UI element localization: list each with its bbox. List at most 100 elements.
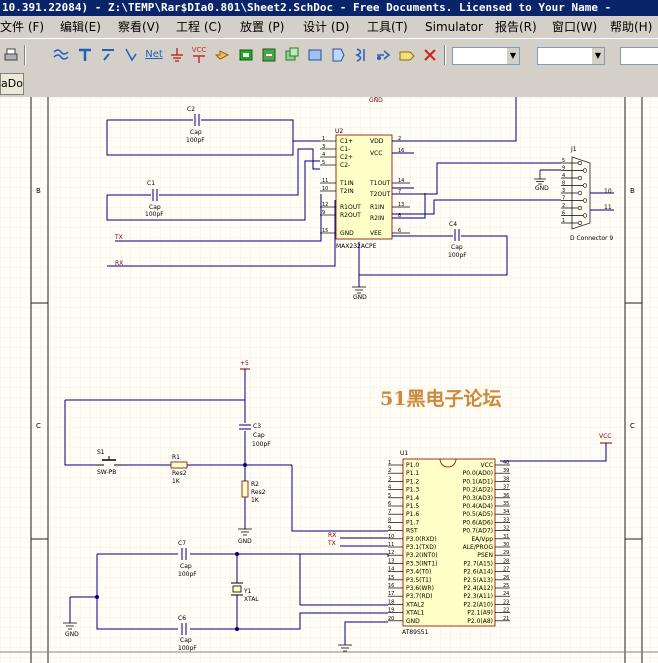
u1-pin-name: P0.0(AD0) (463, 470, 493, 477)
c7-capacitor[interactable]: C7 Cap 100pF (178, 540, 197, 578)
u1-pin-name: P2.6(A14) (463, 569, 493, 576)
c4-type: Cap (451, 244, 463, 251)
top-wires (106, 97, 561, 287)
component-filter-combo[interactable]: ▼ (537, 47, 605, 65)
c1-capacitor[interactable]: C1 Cap 100pF (145, 180, 164, 218)
zoom-combo[interactable] (620, 47, 658, 65)
u1-pin-name: P2.5(A13) (463, 577, 493, 584)
u1-pin-name: P0.2(AD2) (463, 487, 493, 494)
u1-pin-number: 18 (388, 599, 394, 605)
u1-pin-number: 29 (503, 550, 509, 556)
u1-pin-number: 4 (388, 485, 391, 491)
menu-tools[interactable]: 工具(T) (367, 20, 408, 34)
r2-ref: R2 (251, 481, 259, 488)
gnd-symbol[interactable]: GND (238, 528, 252, 545)
u1-pin-number: 2 (388, 468, 391, 474)
u2-pin-number: 7 (398, 189, 401, 195)
c2-type: Cap (190, 129, 202, 136)
j1-pin-number: 9 (562, 166, 565, 172)
bus-icon[interactable] (76, 46, 94, 64)
net-label-entry-icon[interactable] (122, 46, 140, 64)
c6-value: 100pF (178, 645, 197, 652)
u2-pin-number: 2 (398, 136, 401, 142)
gnd-port-icon[interactable] (168, 46, 186, 64)
s1-pushbutton[interactable]: S1 SW-PB (96, 449, 122, 476)
chevron-down-icon[interactable]: ▼ (507, 48, 519, 64)
j1-pin-socket (582, 168, 588, 173)
r1-resistor[interactable]: R1 Res2 1K (170, 454, 188, 485)
c3-type: Cap (253, 432, 265, 439)
j1-pin-socket (582, 183, 588, 188)
bus-entry-icon[interactable] (99, 46, 117, 64)
directive-icon[interactable] (374, 46, 392, 64)
u2-ref: U2 (335, 128, 343, 135)
menu-project[interactable]: 工程 (C) (176, 20, 222, 34)
u2-max232[interactable]: U2 MAX232ACPE C1+1C1-3C2+4C2-5T1IN11T2IN… (320, 128, 410, 250)
u1-pin-name: P3.2(INT0) (406, 552, 438, 559)
u2-pin-name: T1OUT (369, 180, 391, 187)
part-icon[interactable] (214, 46, 232, 64)
r2-type: Res2 (251, 489, 266, 496)
border-row-label: C (630, 422, 635, 430)
j1-net-10: 10 (604, 188, 612, 195)
border-row-label: C (36, 422, 41, 430)
u2-pin-number: 6 (398, 228, 401, 234)
device-sheet-icon[interactable] (283, 46, 301, 64)
menu-design[interactable]: 设计 (D) (303, 20, 350, 34)
port-icon[interactable] (306, 46, 324, 64)
c1-type: Cap (149, 204, 161, 211)
rx-net-label: RX (328, 532, 336, 539)
c3-capacitor[interactable]: C3 Cap 100pF (239, 423, 271, 448)
no-erc-icon[interactable] (421, 46, 439, 64)
r1-value: 1K (172, 478, 181, 485)
harness-icon[interactable] (352, 46, 370, 64)
tab-document[interactable]: aDoc (0, 73, 24, 95)
compile-mask-icon[interactable] (398, 46, 416, 64)
off-sheet-connector-icon[interactable] (329, 46, 347, 64)
net-filter-combo[interactable]: ▼ (452, 47, 520, 65)
c2-capacitor[interactable]: C2 Cap 100pF (186, 106, 205, 144)
u1-pin-number: 23 (503, 599, 509, 605)
menu-view[interactable]: 察看(V) (118, 20, 160, 34)
u1-at89s51[interactable]: U1 AT89S51 P1.01P1.12P1.23P1.34P1.45P1.5… (388, 450, 510, 636)
gnd-symbol[interactable] (338, 644, 352, 652)
c4-capacitor[interactable]: C4 Cap 100pF (448, 221, 467, 259)
net-label-icon[interactable]: Net (145, 49, 163, 60)
y1-crystal[interactable]: Y1 XTAL (231, 582, 259, 603)
menu-file[interactable]: 文件 (F) (0, 20, 45, 34)
u1-pin-name: P0.4(AD4) (463, 503, 493, 510)
y1-ref: Y1 (243, 588, 252, 595)
print-icon[interactable] (2, 46, 20, 64)
sheet-symbol-icon[interactable] (237, 46, 255, 64)
u2-pin-name: VCC (370, 150, 382, 157)
c6-capacitor[interactable]: C6 Cap 100pF (178, 615, 197, 652)
menu-reports[interactable]: 报告(R) (495, 20, 537, 34)
lower-wires (64, 369, 607, 645)
menu-help[interactable]: 帮助(H) (610, 20, 653, 34)
border-row-label: B (630, 187, 635, 195)
y1-name: XTAL (244, 596, 259, 603)
chevron-down-icon[interactable]: ▼ (592, 48, 604, 64)
vcc-port-icon[interactable]: VCC (190, 46, 208, 64)
u1-pin-name: P0.3(AD3) (463, 495, 493, 502)
u2-pin-number: 1 (322, 136, 325, 142)
gnd-symbol[interactable]: GND (352, 286, 367, 301)
u1-pin-name: P1.5 (406, 503, 419, 510)
u1-pin-name: P1.6 (406, 511, 419, 518)
u2-pin-number: 4 (322, 152, 325, 158)
u1-pin-number: 39 (503, 468, 509, 474)
u1-pin-name: P3.1(TXD) (406, 544, 436, 551)
border-row-label: B (36, 187, 41, 195)
u2-pin-name: GND (340, 230, 354, 237)
menu-place[interactable]: 放置 (P) (240, 20, 285, 34)
menu-window[interactable]: 窗口(W) (552, 20, 598, 34)
c1-value: 100pF (145, 211, 164, 218)
wire-icon[interactable] (52, 46, 70, 64)
menu-edit[interactable]: 编辑(E) (60, 20, 101, 34)
menu-simulator[interactable]: Simulator (425, 20, 483, 34)
vcc-power-port[interactable]: VCC (599, 433, 612, 444)
gnd-symbol[interactable]: GND (63, 622, 79, 638)
sheet-entry-icon[interactable] (260, 46, 278, 64)
